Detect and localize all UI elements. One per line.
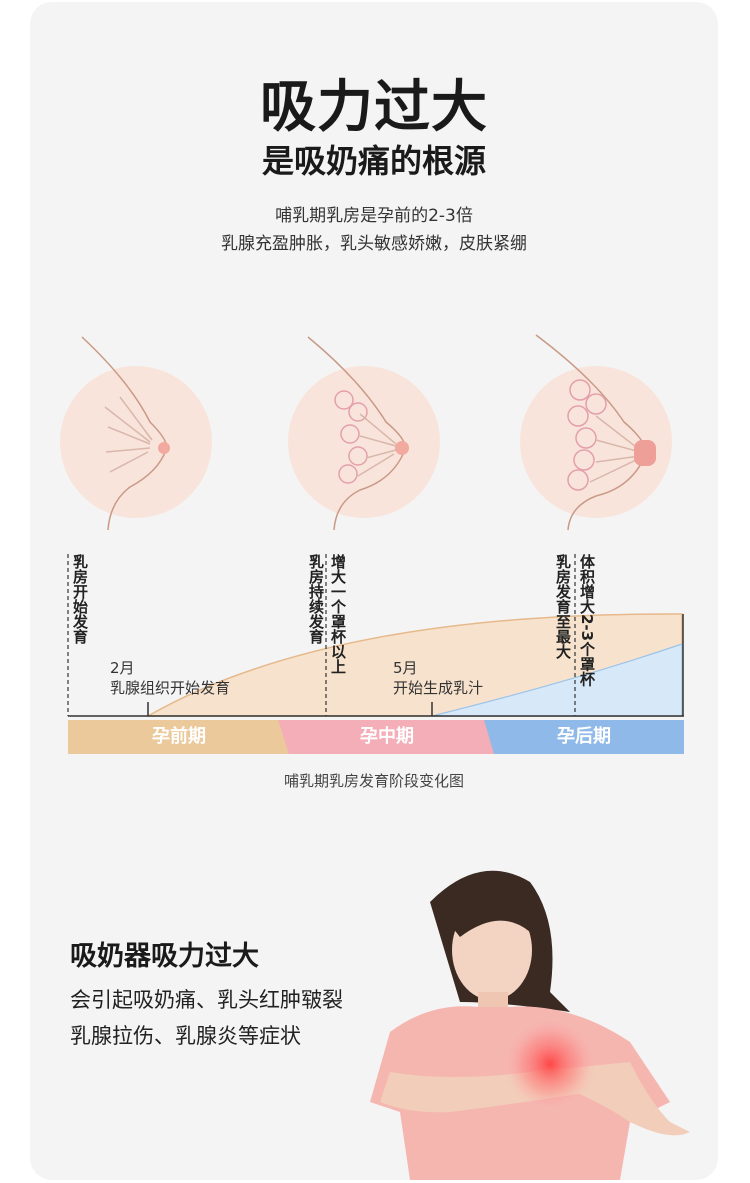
warning-line-2: 乳腺拉伤、乳腺炎等症状: [70, 1024, 301, 1048]
breast-stage-1-icon: [81, 336, 170, 531]
woman-illustration: [370, 870, 690, 1180]
development-diagram: [67, 334, 684, 717]
diagram-caption: 哺乳期乳房发育阶段变化图: [283, 772, 464, 790]
label-start-development: 乳房开始发育: [71, 554, 89, 644]
phase-mid: 孕中期: [278, 720, 496, 754]
stage-1-illustration-bg: [60, 366, 212, 518]
info-card: 吸力过大 是吸奶痛的根源 哺乳期乳房是孕前的2-3倍 乳腺充盈肿胀，乳头敏感娇嫩…: [30, 2, 718, 1180]
milk-curve-area: [431, 643, 683, 717]
label-late-development: 乳房发育至最大: [554, 554, 572, 659]
label-late-cup: 体积增大2-3个罩杯: [578, 554, 596, 687]
note-month-5: 5月: [393, 659, 418, 677]
pain-glow-icon: [504, 1018, 596, 1110]
breast-stage-2-icon: [307, 336, 409, 531]
note-month-2-text: 乳腺组织开始发育: [110, 679, 231, 697]
phase-pre: 孕前期: [68, 720, 290, 754]
page-subtitle: 是吸奶痛的根源: [261, 142, 486, 180]
label-mid-cup: 增大一个罩杯以上: [329, 554, 347, 674]
intro-line-1: 哺乳期乳房是孕前的2-3倍: [275, 206, 473, 226]
note-month-2: 2月: [110, 659, 135, 677]
note-month-5-text: 开始生成乳汁: [393, 679, 484, 697]
label-mid-development: 乳房持续发育: [307, 554, 325, 644]
warning-heading: 吸奶器吸力过大: [70, 941, 259, 972]
intro-line-2: 乳腺充盈肿胀，乳头敏感娇嫩，皮肤紧绷: [221, 234, 527, 254]
phase-late: 孕后期: [484, 720, 684, 754]
breast-stage-3-icon: [535, 334, 656, 531]
page-title: 吸力过大: [260, 75, 488, 140]
warning-line-1: 会引起吸奶痛、乳头红肿皲裂: [70, 988, 343, 1012]
